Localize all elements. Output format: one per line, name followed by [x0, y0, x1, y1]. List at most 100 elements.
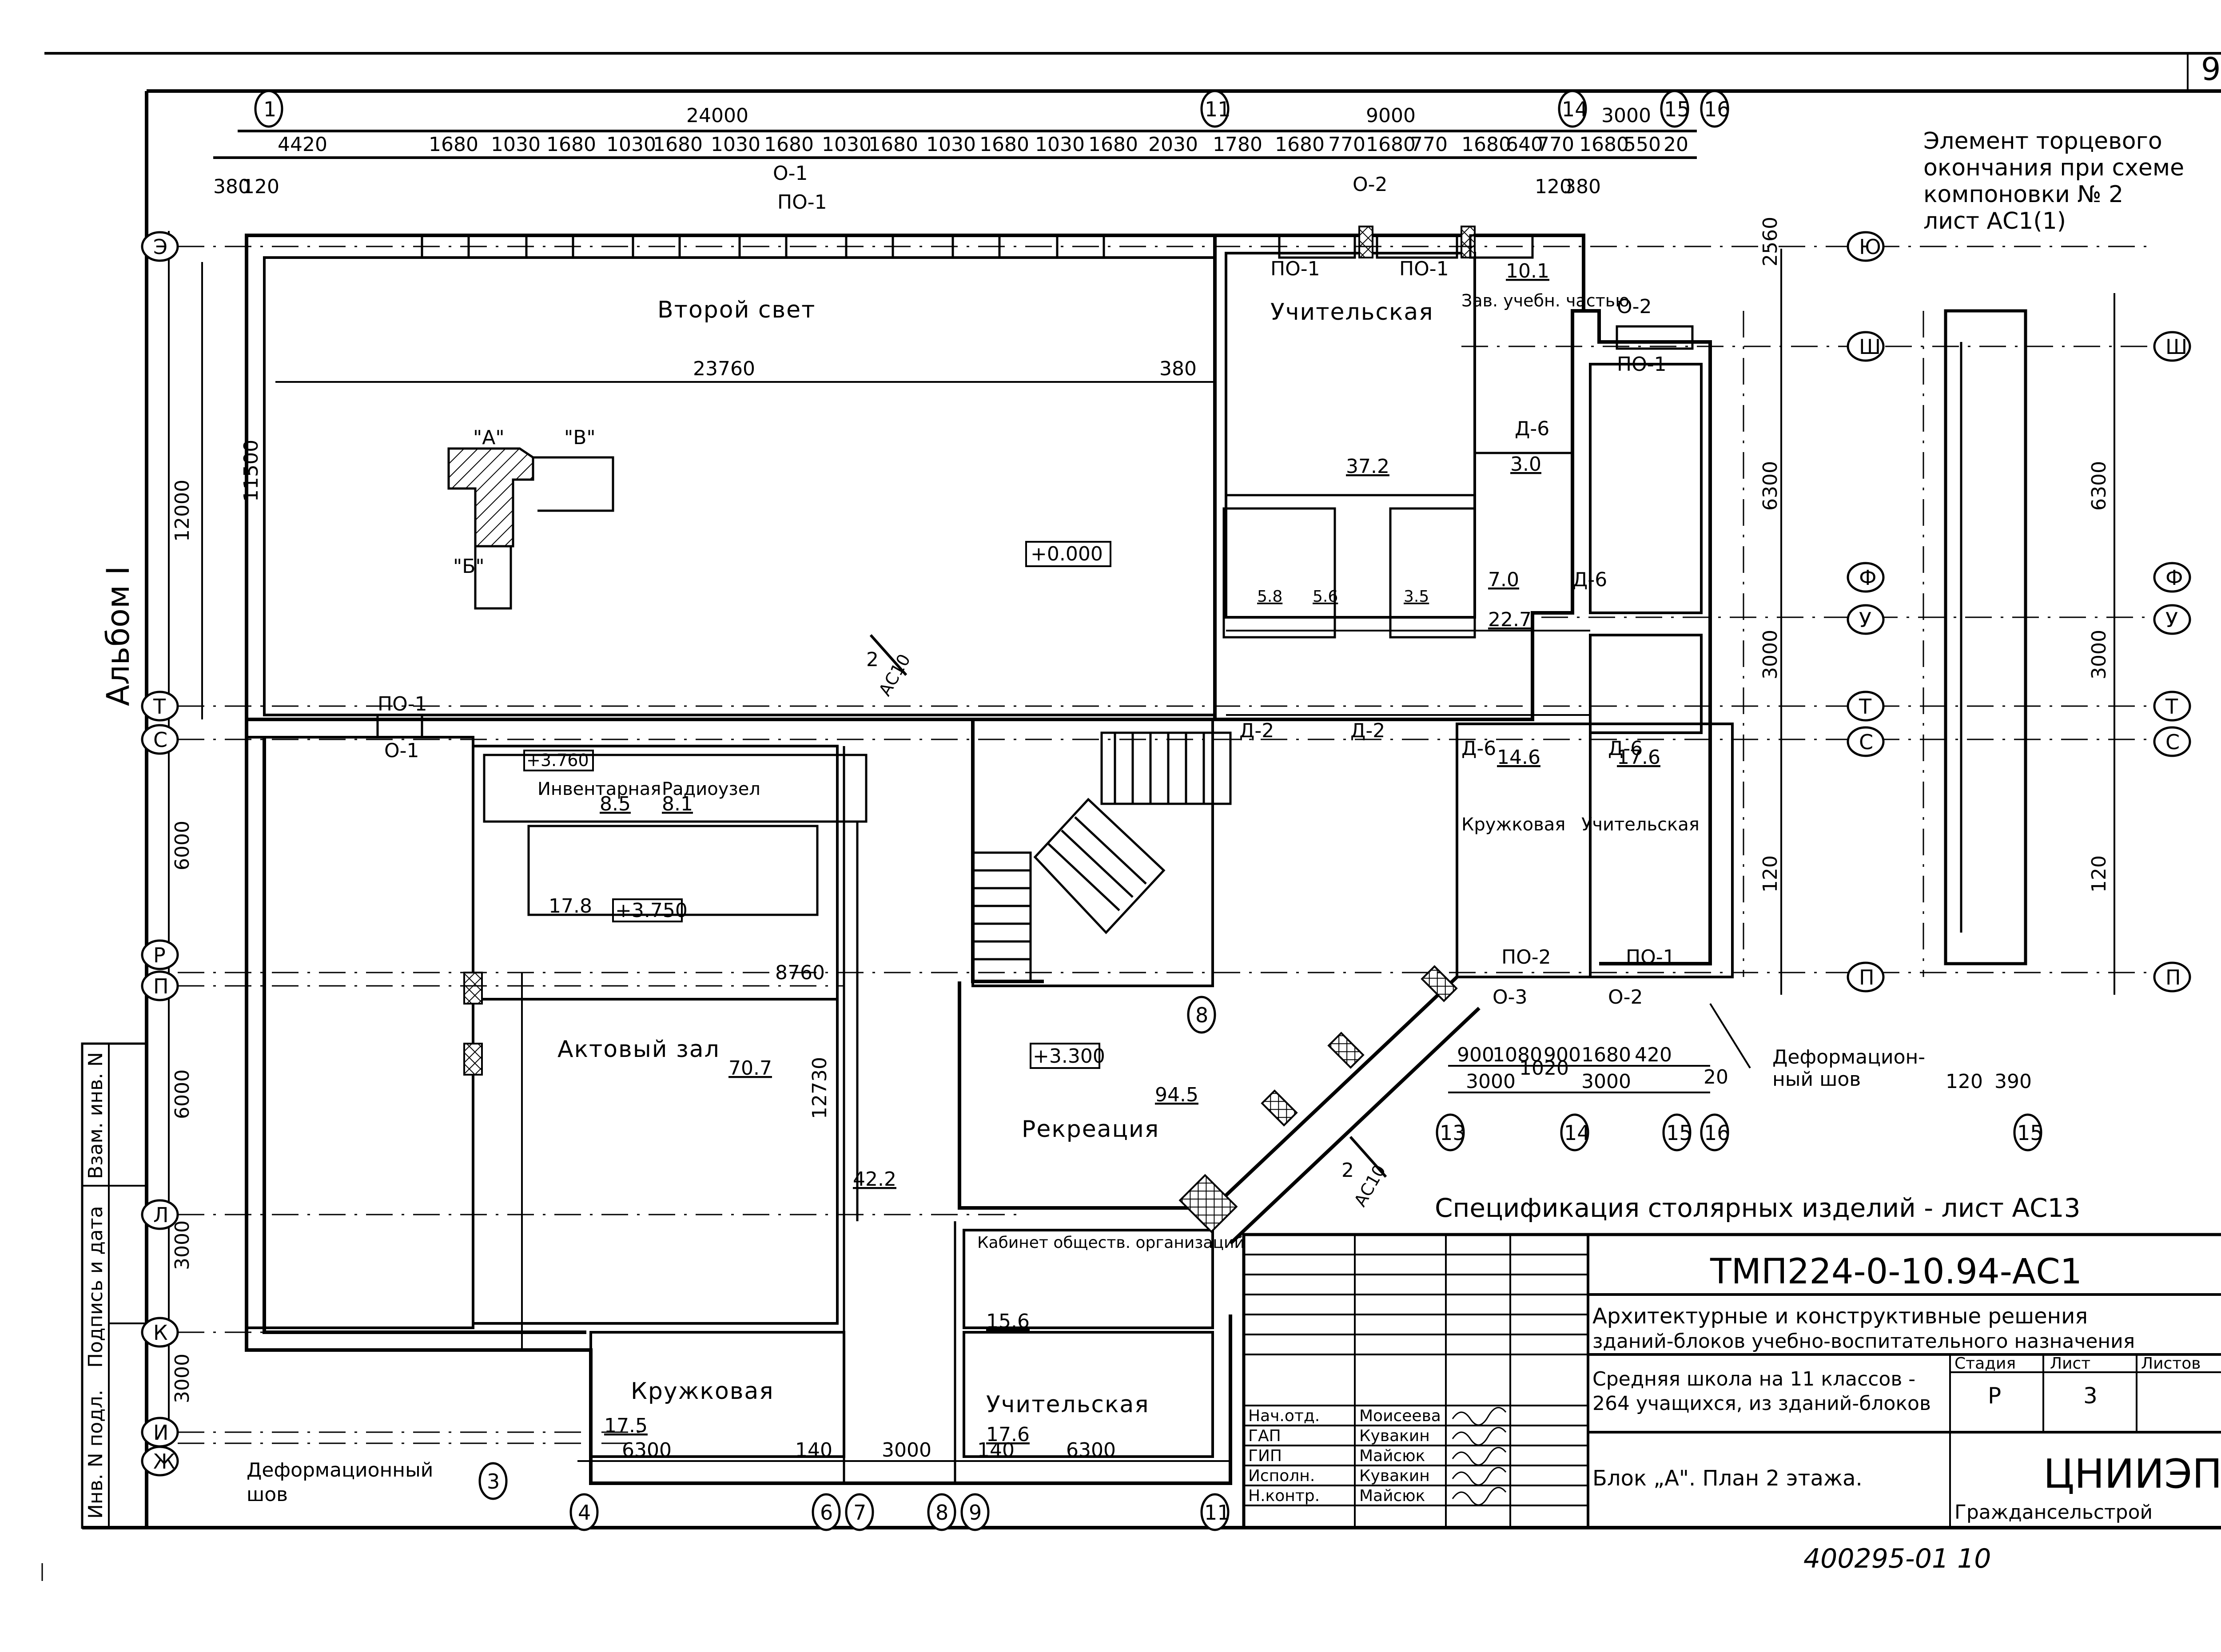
area-inventory: 8.5	[600, 793, 631, 815]
area-radio: 8.1	[662, 793, 693, 815]
room-head-teacher: Зав. учебн. частью	[1461, 291, 1629, 310]
axis-label: 13	[1440, 1121, 1466, 1145]
area-misc: 17.8	[549, 895, 592, 917]
room-hobby-2: Кружковая	[1461, 814, 1565, 835]
axis-label: Т	[1859, 695, 1872, 719]
sheet-label: Лист	[2050, 1354, 2090, 1373]
dim-chain: 1030	[1035, 133, 1085, 156]
axis-label: 16	[1704, 97, 1730, 121]
dim-bottom: 3000	[882, 1439, 931, 1461]
axis-label: С	[153, 728, 167, 752]
axis-label: Ш	[1859, 335, 1881, 359]
dim-chain: 1680	[868, 133, 918, 156]
room-recreation: Рекреация	[1022, 1116, 1159, 1143]
room-public-org: Кабинет обществ. организаций	[977, 1234, 1245, 1252]
room-teachers-2: Учительская	[986, 1391, 1150, 1418]
note-end-element: Элемент торцевого	[1923, 128, 2162, 155]
dim-chain: 1680	[1461, 133, 1511, 156]
sign-name: Кувакин	[1359, 1427, 1430, 1445]
dim-assembly-depth: 12730	[808, 1057, 831, 1119]
axis-label: 14	[1564, 1121, 1590, 1145]
dim-small: 380	[213, 175, 251, 198]
axis-label: К	[153, 1321, 168, 1345]
dim-assembly-width: 8760	[775, 961, 825, 984]
dim-bottom: 140	[795, 1439, 832, 1461]
area-misc: 5.8	[1257, 588, 1282, 606]
dim-chain: 1680	[1088, 133, 1138, 156]
axis-labels: 1 11 14 15 16 Э Т С Р П Л К И Ж Ю Ш Ф У …	[153, 97, 2187, 1525]
dim-chain: 1030	[926, 133, 976, 156]
mark-door: Д-2	[1239, 719, 1274, 742]
axis-label: Э	[153, 235, 167, 259]
area-recreation: 94.5	[1155, 1084, 1198, 1106]
mark-window: ПО-1	[777, 191, 827, 214]
axis-label: 4	[578, 1501, 591, 1525]
note-end-element: компоновки № 2	[1923, 181, 2123, 208]
project-title-1: Архитектурные и конструктивные решения	[1592, 1304, 2088, 1329]
area-misc: 22.7	[1488, 608, 1532, 631]
staircase	[971, 731, 1232, 983]
sign-role: ГАП	[1248, 1427, 1281, 1445]
dim-chain: 1680	[1579, 133, 1629, 156]
dim-hall-right: 380	[1159, 357, 1197, 380]
dim-left-3000b: 3000	[171, 1354, 194, 1403]
section-number: 2	[866, 648, 879, 671]
area-misc: 5.6	[1313, 588, 1338, 606]
mark-window: ПО-1	[1626, 946, 1676, 969]
mark-door: Д-6	[1572, 568, 1607, 591]
dim-chain: 20	[1664, 133, 1688, 156]
area-misc: 7.0	[1488, 568, 1519, 591]
mark-door: Д-6	[1461, 737, 1496, 760]
room-hobby-1: Кружковая	[631, 1378, 774, 1405]
dim-small: 380	[1564, 175, 1601, 198]
side-stamp-inv: Инв. N подл.	[84, 1390, 107, 1519]
dim-chain: 1030	[491, 133, 541, 156]
mark-window: ПО-2	[1501, 946, 1551, 969]
sign-role: ГИП	[1248, 1447, 1282, 1465]
room-second-light: Второй свет	[657, 297, 816, 323]
area-misc: 3.5	[1404, 588, 1429, 606]
dim-chain: 1680	[1275, 133, 1325, 156]
dim-top-24000: 24000	[686, 104, 748, 127]
dim-chain: 1680	[546, 133, 596, 156]
room-radio: Радиоузел	[662, 779, 760, 799]
note-joint-left: шов	[247, 1483, 288, 1506]
axis-label: 11	[1204, 1501, 1230, 1525]
interior-dimensions: 23760 380 8760 12730 12000 11500 6000 60…	[171, 217, 2110, 1461]
dim-chain: 1680	[764, 133, 814, 156]
section-sheet: АС10	[1350, 1161, 1390, 1210]
axis-label: П	[2165, 965, 2181, 989]
opening-marks: О-1 ПО-1 О-2 ПО-1 ПО-1 О-2 ПО-1 ПО-1 О-1…	[378, 162, 1676, 1009]
dim-right: 120	[1759, 855, 1782, 893]
archive-number: 400295-01 10	[1803, 1543, 1991, 1574]
dim-top-9000: 9000	[1366, 104, 1416, 127]
dim-rb: 900	[1544, 1044, 1581, 1066]
dim-chain: 1680	[979, 133, 1029, 156]
section-number: 2	[1341, 1159, 1354, 1182]
axis-label: Ю	[1859, 235, 1881, 259]
area-misc: 3.0	[1510, 453, 1541, 476]
mark-door: Д-2	[1350, 719, 1385, 742]
area-public-org: 15.6	[986, 1310, 1030, 1333]
mark-window: О-2	[1608, 986, 1643, 1009]
axis-label: Ф	[2165, 566, 2183, 590]
area-teachers-3: 17.6	[1617, 746, 1660, 769]
dim-rb: 900	[1457, 1044, 1494, 1066]
note-joint-left: Деформационный	[247, 1459, 433, 1481]
axis-label: Л	[153, 1203, 169, 1227]
section-sheet: АС10	[875, 651, 915, 699]
object-title-2: 264 учащихся, из зданий-блоков	[1592, 1392, 1931, 1415]
axis-label: У	[2165, 608, 2178, 632]
stage-value: Р	[1988, 1383, 2001, 1409]
level-3760: +3.760	[526, 751, 589, 770]
org-name: ЦНИИЭП	[2043, 1451, 2221, 1497]
sheet-number-corner: 9	[2201, 51, 2221, 87]
area-assembly: 70.7	[728, 1057, 772, 1080]
dim-small: 120	[242, 175, 279, 198]
key-block-v: "В"	[564, 426, 596, 449]
mark-window: О-2	[1353, 173, 1388, 196]
axis-label: П	[153, 974, 169, 998]
area-teachers: 37.2	[1346, 455, 1389, 478]
dim-right: 3000	[1759, 630, 1782, 679]
side-stamp-replace: Взам. инв. N	[84, 1052, 107, 1179]
